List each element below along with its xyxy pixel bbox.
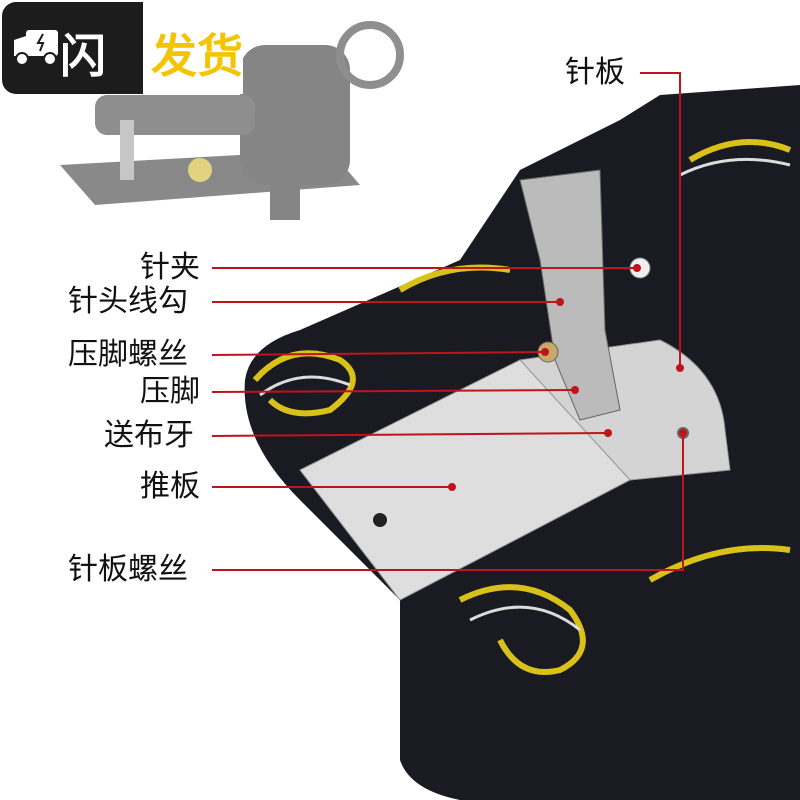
label-feed-dog: 送布牙 (104, 418, 194, 453)
label-needle-thread-hook: 针头线勾 (68, 284, 188, 319)
label-needle-plate: 针板 (565, 55, 625, 90)
leader-lines (211, 72, 684, 571)
label-presser-foot: 压脚 (140, 374, 200, 409)
label-slide-plate: 推板 (140, 469, 200, 504)
flash-delivery-badge: 闪电 (2, 2, 150, 94)
label-needle-clamp: 针夹 (140, 250, 200, 285)
presser-foot (519, 169, 621, 421)
badge-text-flash: 闪电 (60, 29, 106, 149)
badge-text-ship: 发货 (151, 29, 243, 83)
label-needle-plate-screw: 针板螺丝 (68, 552, 188, 587)
machine-thumbnail (60, 21, 404, 220)
delivery-truck-icon (14, 30, 58, 66)
slide-plate (299, 359, 631, 601)
label-presser-foot-screw: 压脚螺丝 (68, 337, 188, 372)
